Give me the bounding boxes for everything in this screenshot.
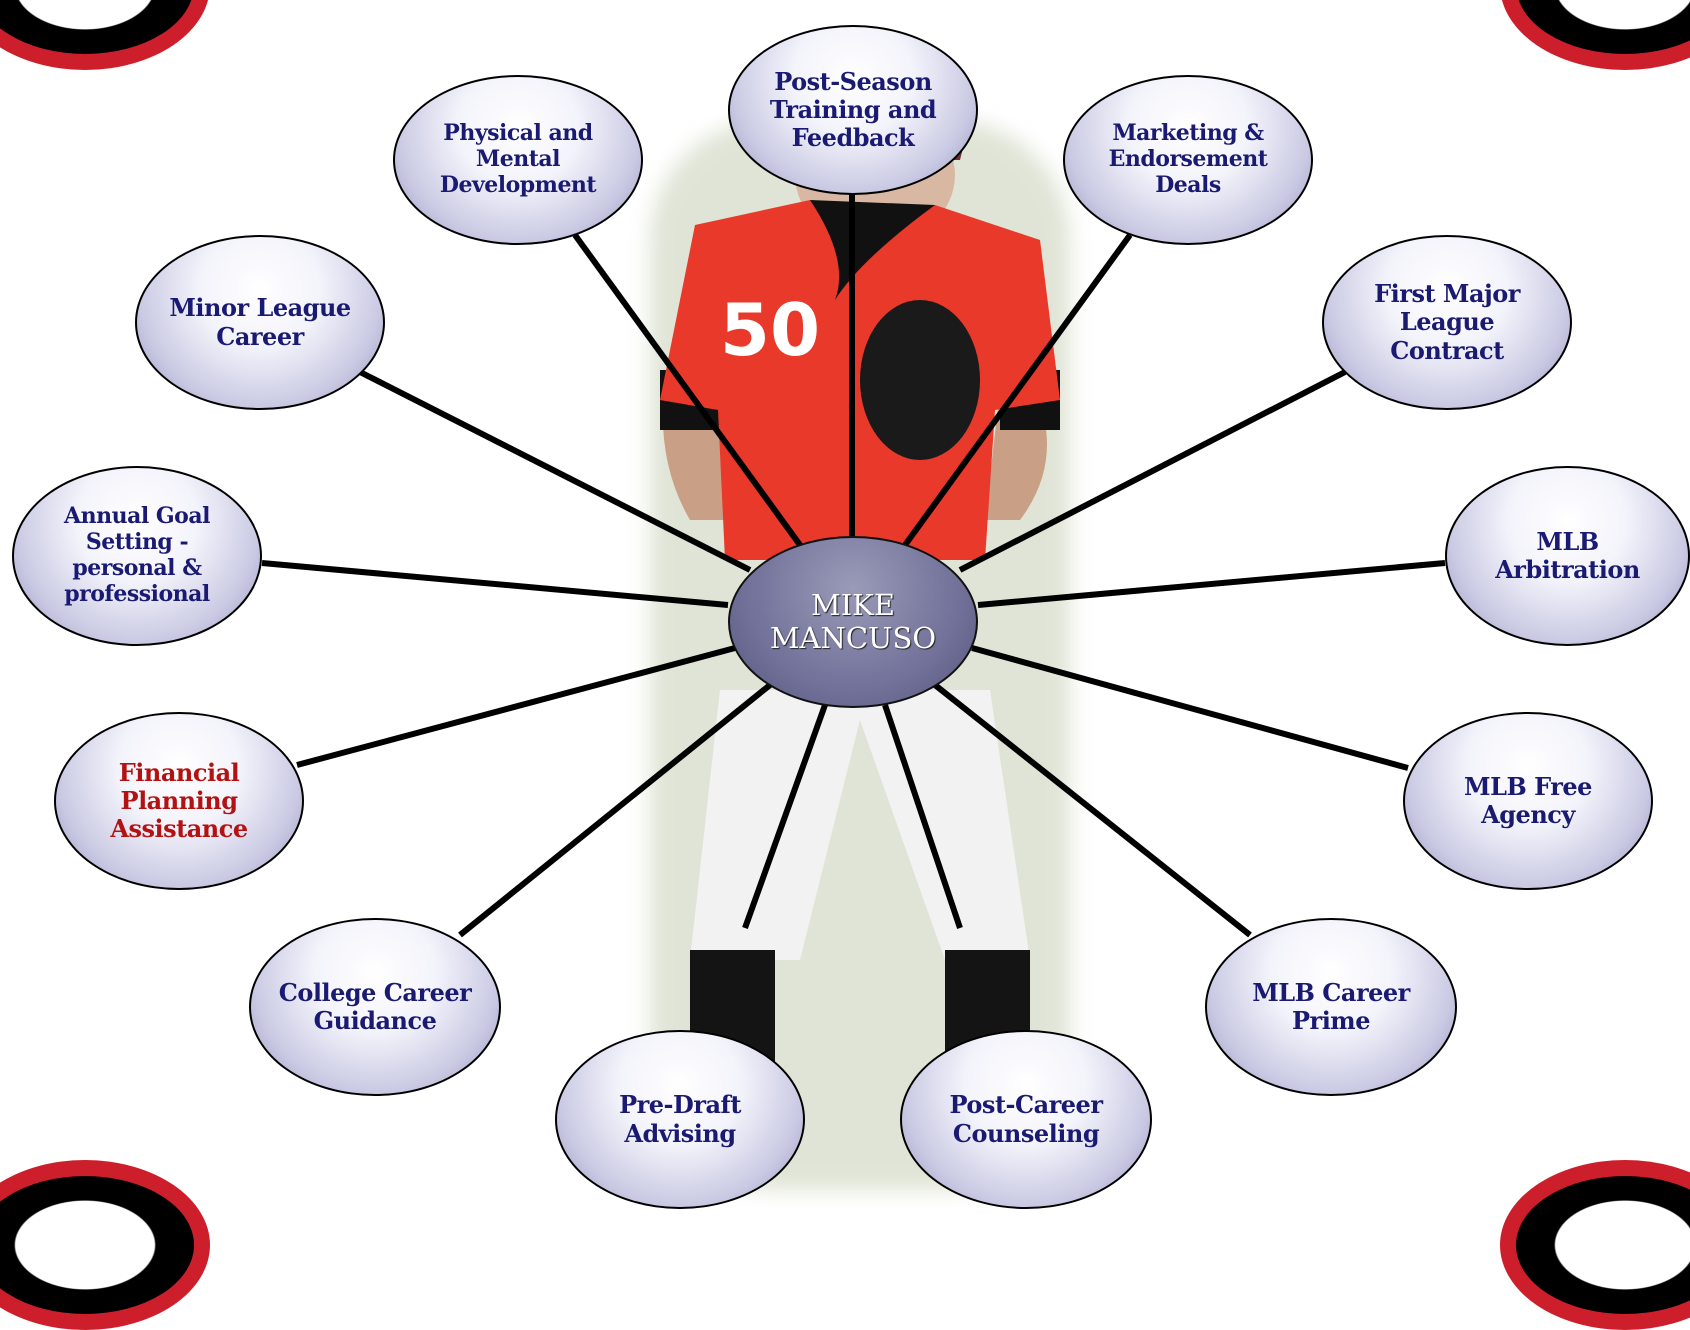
center-name-first: MIKE — [811, 587, 895, 622]
node-financial-planning[interactable]: Financial Planning Assistance — [54, 712, 304, 890]
node-marketing[interactable]: Marketing & Endorsement Deals — [1063, 75, 1313, 245]
node-annual-goal[interactable]: Annual Goal Setting - personal & profess… — [12, 466, 262, 646]
connector-post-career — [882, 704, 963, 929]
node-college-career[interactable]: College Career Guidance — [249, 918, 501, 1096]
connector-minor-league — [358, 369, 752, 573]
center-name-last: MANCUSO — [769, 621, 937, 655]
connector-lines — [261, 180, 1446, 938]
node-minor-league[interactable]: Minor League Career — [135, 235, 385, 410]
node-first-major-league[interactable]: First Major League Contract — [1322, 235, 1572, 410]
connector-arbitration — [977, 560, 1446, 608]
node-post-season-training[interactable]: Post-Season Training and Feedback — [728, 25, 978, 195]
connector-first-major — [958, 369, 1347, 573]
node-mlb-free-agency[interactable]: MLB Free Agency — [1403, 712, 1653, 890]
center-hub[interactable]: MIKE MANCUSO — [728, 536, 978, 708]
connector-marketing — [902, 233, 1133, 547]
node-pre-draft[interactable]: Pre-Draft Advising — [555, 1030, 805, 1209]
connector-prime — [933, 682, 1252, 938]
connector-college — [458, 682, 772, 938]
connector-free-agency — [971, 645, 1409, 771]
node-physical-mental[interactable]: Physical and Mental Development — [393, 75, 643, 245]
node-mlb-arbitration[interactable]: MLB Arbitration — [1445, 466, 1690, 646]
connector-physical — [572, 233, 803, 547]
connector-annual-goal — [261, 560, 729, 608]
node-mlb-career-prime[interactable]: MLB Career Prime — [1205, 918, 1457, 1096]
connector-pre-draft — [742, 703, 828, 930]
node-post-career[interactable]: Post-Career Counseling — [900, 1030, 1152, 1209]
connector-financial — [296, 645, 736, 768]
jersey-number: 50 — [720, 288, 820, 372]
